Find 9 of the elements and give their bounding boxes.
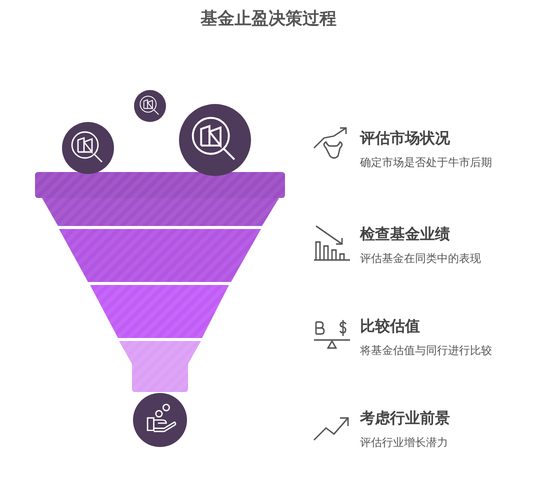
step-heading: 考虑行业前景 [360,410,450,429]
step-heading: 评估市场状况 [360,130,451,149]
title: 基金止盈决策过程 [200,8,338,30]
step-heading: 比较估值 [360,318,421,337]
step-heading: 检查基金业绩 [360,226,451,245]
step-description: 评估行业增长潜力 [360,436,449,450]
step-description: 确定市场是否处于牛市后期 [360,156,492,170]
step-description: 评估基金在同类中的表现 [360,252,481,266]
step-description: 将基金估值与同行进行比较 [360,344,492,358]
